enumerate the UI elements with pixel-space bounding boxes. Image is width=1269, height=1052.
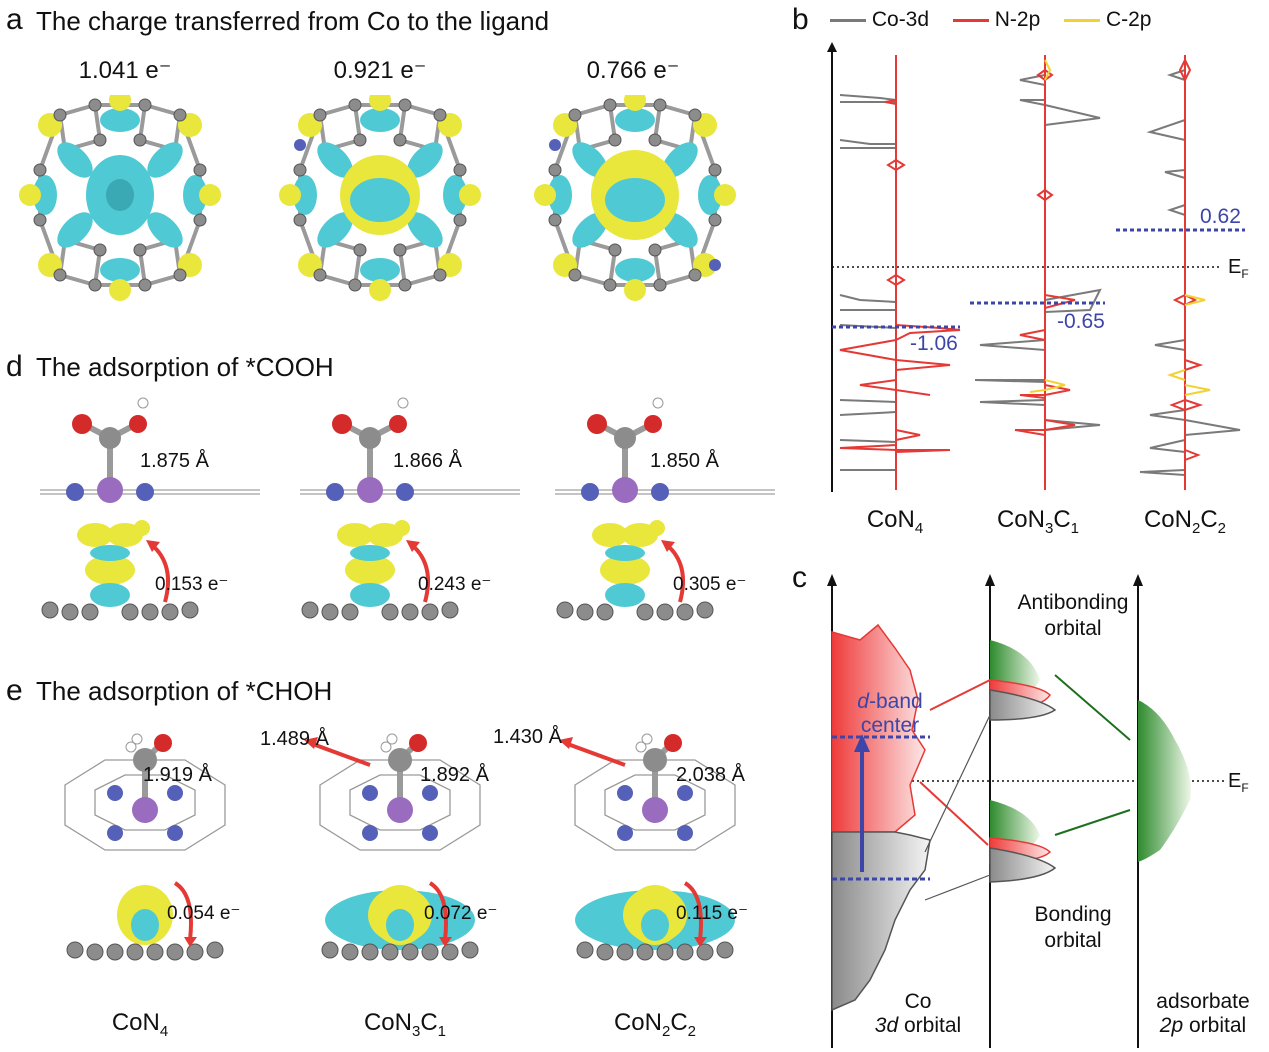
material-label-1: CoN4 [111, 1009, 169, 1041]
cooh-adsorption-structures [0, 390, 800, 650]
choh-con2c2 [559, 734, 735, 962]
legend-c2p: C-2p [1105, 8, 1152, 31]
choh-charge-3: 0.115 e⁻ [676, 903, 749, 924]
panel-b-letter: b [792, 3, 809, 36]
panel-d-title: The adsorption of *COOH [36, 352, 334, 382]
cooh-distance-2: 1.866 Å [393, 450, 462, 472]
structure-con3c1 [277, 95, 483, 303]
panel-a-letter: a [6, 3, 23, 36]
legend-swatch-co3d [830, 18, 866, 22]
charge-value-3: 0.766 e⁻ [586, 57, 680, 84]
pdos-label-3: CoN2C2 [1143, 506, 1227, 538]
material-label-2: CoN3C1 [363, 1009, 447, 1041]
charge-value-1: 1.041 e⁻ [78, 57, 172, 84]
choh-distance-2: 1.892 Å [420, 764, 489, 786]
charge-density-structures [17, 95, 738, 303]
choh-extra-distance-2: 1.430 Å [493, 726, 562, 748]
material-label-3: CoN2C2 [613, 1009, 697, 1041]
co-3d-occupied [831, 831, 931, 1012]
adsorbate-2p-band [1138, 700, 1191, 862]
structure-con2c2 [532, 95, 738, 303]
charge-value-2: 0.921 e⁻ [333, 57, 427, 84]
choh-distance-1: 1.919 Å [143, 764, 212, 786]
legend-co3d: Co-3d [871, 8, 930, 31]
d-band-schematic [827, 574, 1225, 1048]
center-value-con2c2: 0.62 [1200, 205, 1241, 228]
pdos-label-1: CoN4 [866, 506, 924, 538]
panel-c-letter: c [792, 561, 807, 594]
choh-charge-1: 0.054 e⁻ [167, 903, 241, 924]
ef-label-b: EF [1228, 256, 1249, 281]
panel-e-letter: e [6, 674, 23, 707]
center-value-con3c1: -0.65 [1057, 310, 1105, 333]
structure-con4 [17, 95, 223, 303]
pdos-trace-con3c1 [974, 55, 1102, 490]
choh-charge-2: 0.072 e⁻ [424, 903, 498, 924]
pdos-label-2: CoN3C1 [996, 506, 1080, 538]
pdos-trace-con4 [839, 55, 961, 490]
cooh-distance-3: 1.850 Å [650, 450, 719, 472]
legend-n2p: N-2p [994, 8, 1041, 31]
pdos-trace-con2c2 [1139, 55, 1241, 490]
panel-e-title: The adsorption of *CHOH [36, 676, 333, 706]
choh-adsorption-structures [0, 715, 800, 962]
legend-swatch-c2p [1064, 18, 1101, 22]
cooh-distance-1: 1.875 Å [140, 450, 209, 472]
legend-swatch-n2p [952, 18, 989, 22]
cooh-charge-2: 0.243 e⁻ [418, 574, 492, 595]
pdos-y-arrow [827, 42, 837, 52]
choh-extra-distance-1: 1.489 Å [260, 728, 329, 750]
pdos-legend: Co-3d N-2p C-2p [830, 8, 1151, 32]
pdos-plot [827, 42, 1245, 492]
ef-label-c: EF [1228, 770, 1249, 795]
choh-con3c1 [304, 734, 480, 962]
cooh-charge-3: 0.305 e⁻ [673, 574, 747, 595]
center-value-con4: -1.06 [910, 332, 958, 355]
panel-d-letter: d [6, 350, 23, 383]
panel-a-title: The charge transferred from Co to the li… [36, 6, 550, 36]
choh-distance-3: 2.038 Å [676, 764, 745, 786]
cooh-charge-1: 0.153 e⁻ [155, 574, 229, 595]
